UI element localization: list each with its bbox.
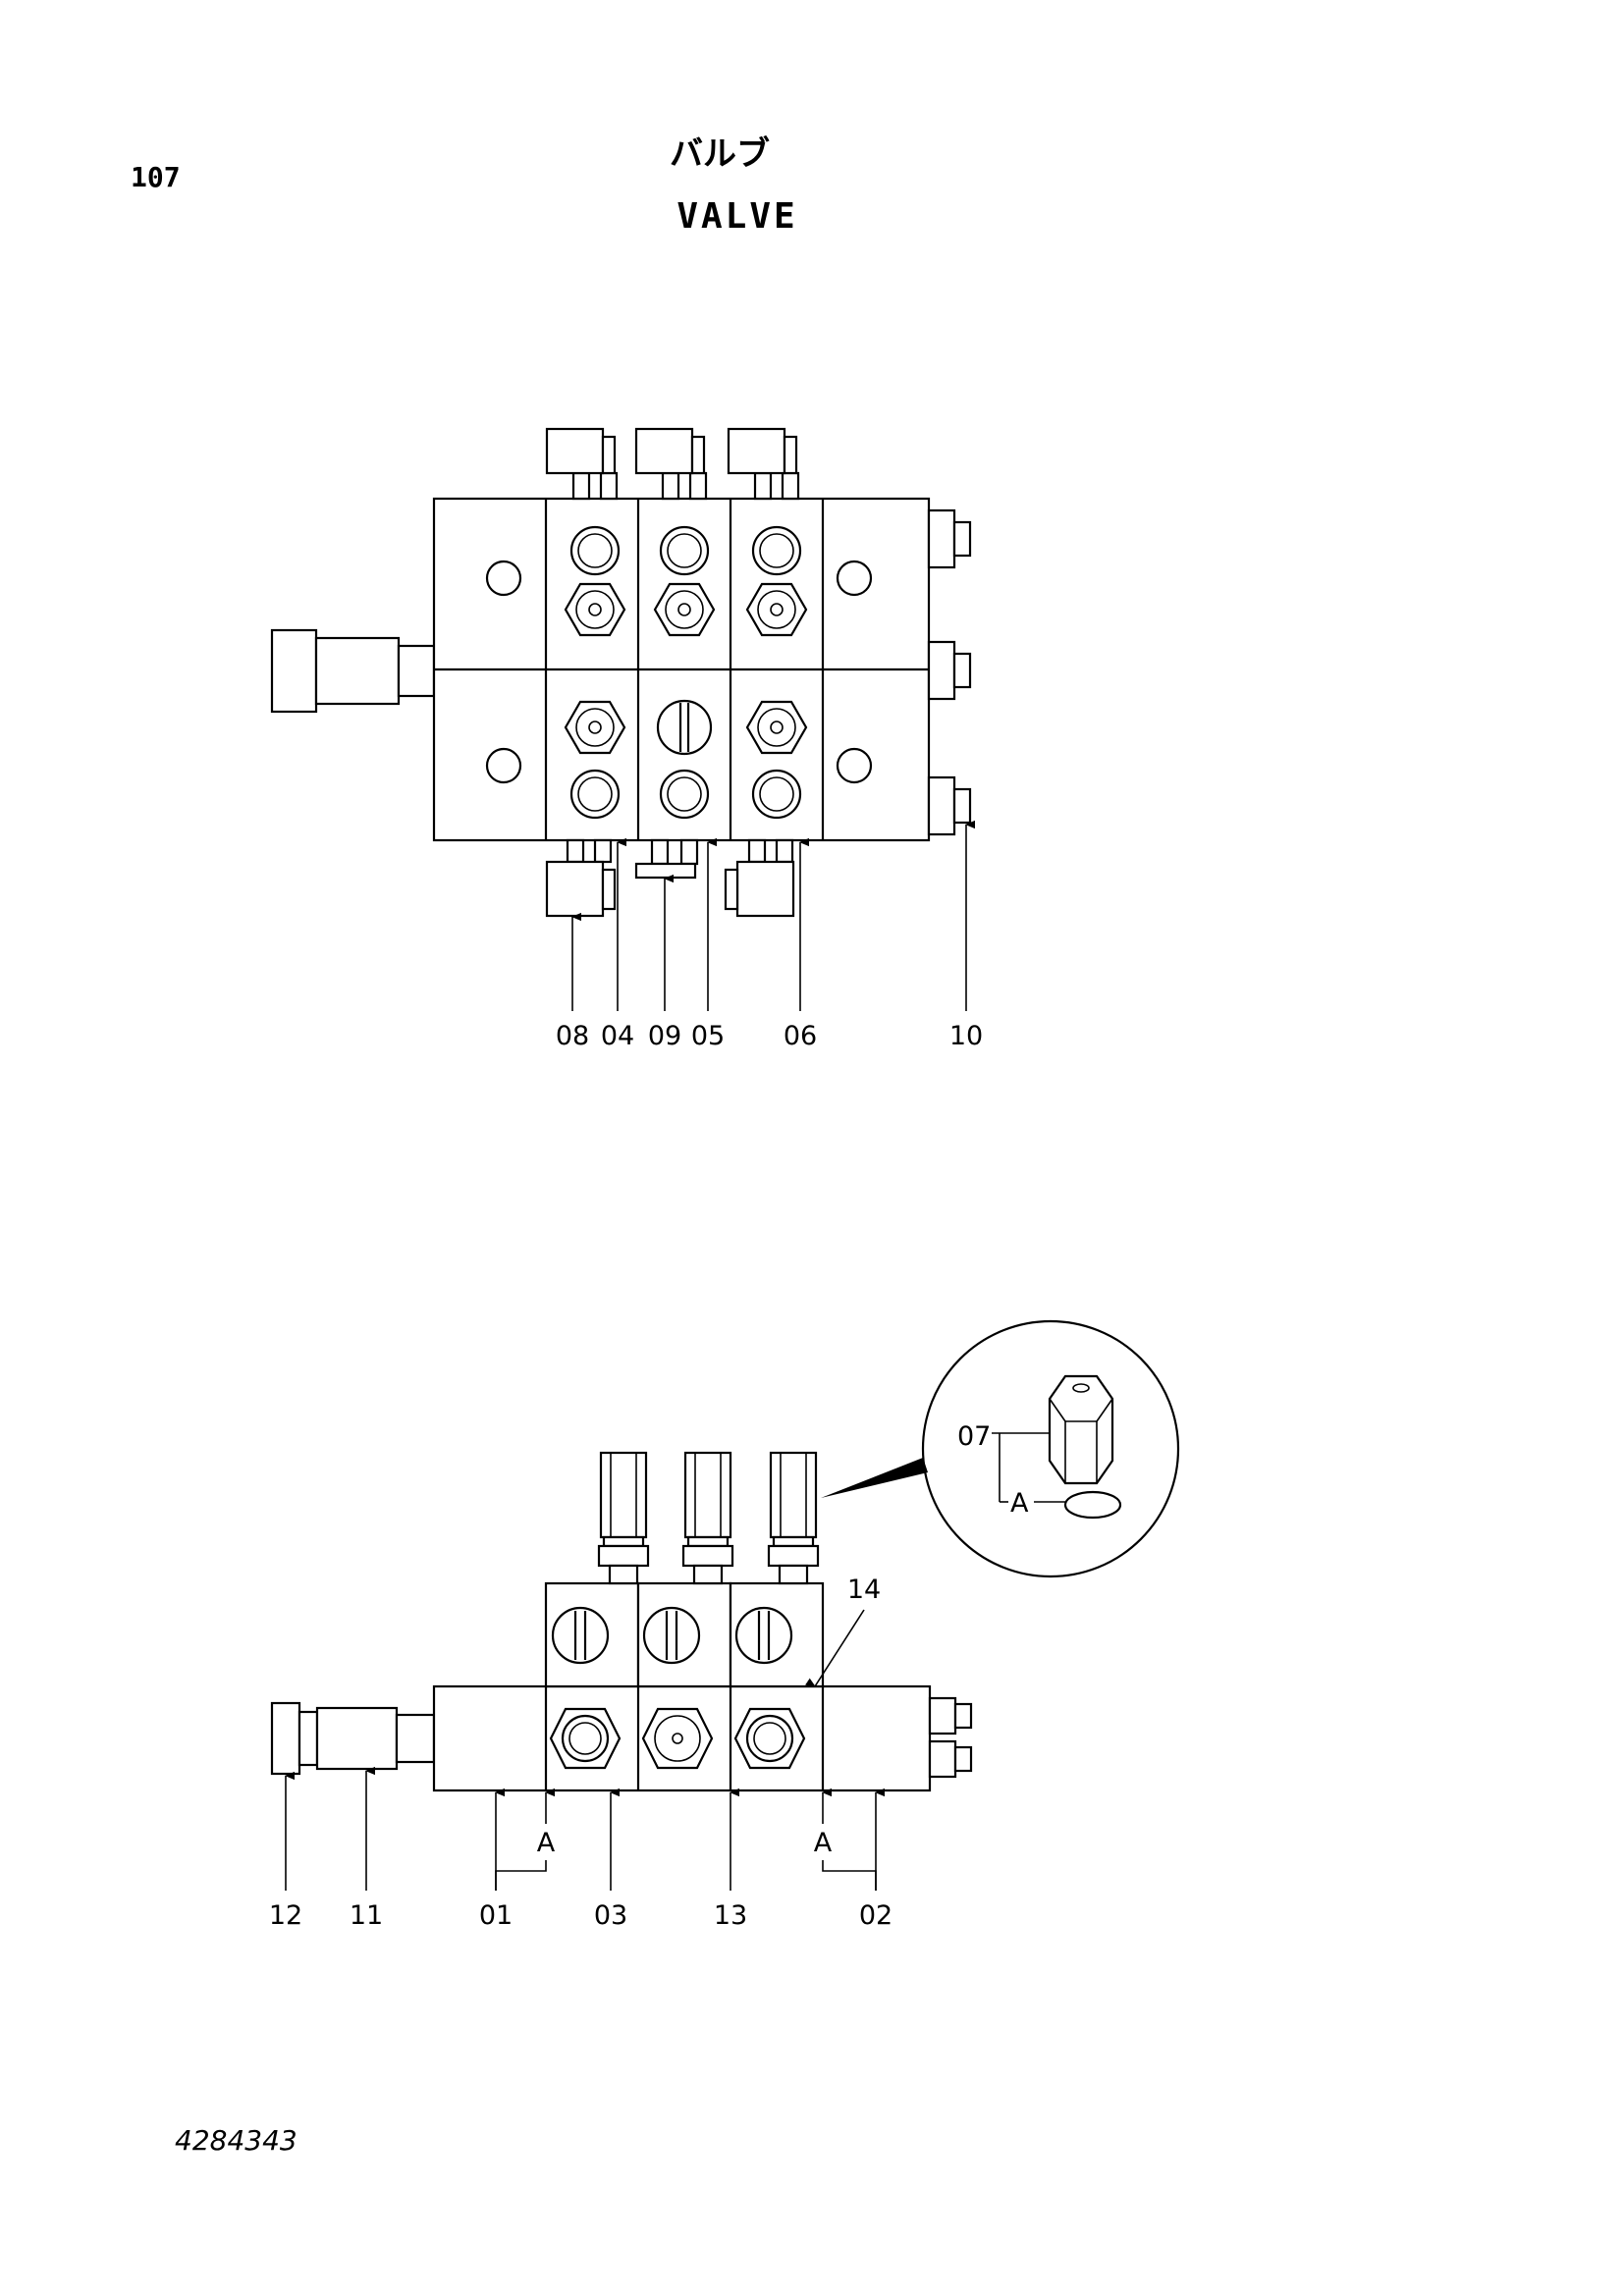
top-view-leaders xyxy=(572,825,966,1011)
callout-05: 05 xyxy=(691,1021,725,1051)
side-view-leaders xyxy=(286,1609,876,1891)
callout-04: 04 xyxy=(601,1021,634,1051)
callout-07: 07 xyxy=(957,1421,991,1452)
callout-A-detail: A xyxy=(1010,1488,1029,1519)
callout-09: 09 xyxy=(648,1021,681,1051)
callout-01: 01 xyxy=(479,1900,513,1931)
title-japanese: バルブ xyxy=(670,134,770,174)
callout-02: 02 xyxy=(859,1900,893,1931)
callout-06: 06 xyxy=(784,1021,817,1051)
drawing-number: 4284343 xyxy=(175,2124,298,2157)
detail-balloon xyxy=(821,1319,1180,1578)
callout-12: 12 xyxy=(269,1900,302,1931)
page-number: 107 xyxy=(131,161,181,193)
valve-top-view xyxy=(270,427,972,918)
callout-13: 13 xyxy=(714,1900,747,1931)
callout-10: 10 xyxy=(949,1021,983,1051)
callout-08: 08 xyxy=(556,1021,589,1051)
title-english: VALVE xyxy=(676,196,797,237)
callout-11: 11 xyxy=(350,1900,383,1931)
valve-side-view xyxy=(270,1451,973,1792)
callout-A-right: A xyxy=(814,1828,833,1858)
callout-A-left: A xyxy=(537,1828,556,1858)
callout-14: 14 xyxy=(847,1575,881,1605)
callout-03: 03 xyxy=(594,1900,627,1931)
